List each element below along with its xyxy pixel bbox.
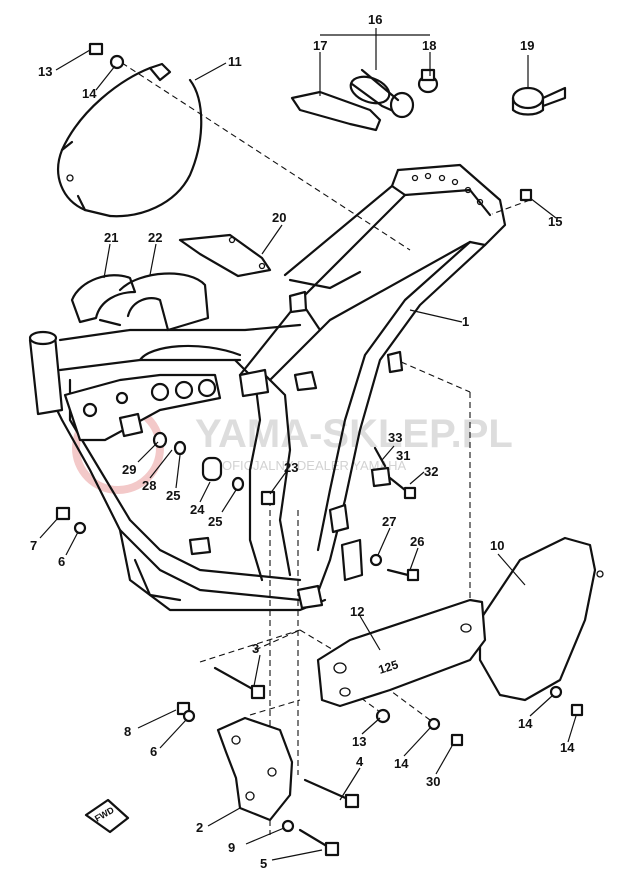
callout-21: 21 bbox=[104, 230, 118, 245]
part-14-washer-right bbox=[549, 685, 563, 699]
callout-4: 4 bbox=[356, 754, 364, 769]
part-29-bracket bbox=[118, 412, 144, 438]
callout-6-lower: 6 bbox=[150, 744, 157, 759]
callout-20: 20 bbox=[272, 210, 286, 225]
callout-12: 13 bbox=[352, 734, 366, 749]
callout-7-upper: 7 bbox=[30, 538, 37, 553]
callout-14-mid: 14 bbox=[394, 756, 409, 771]
callout-28: 28 bbox=[142, 478, 156, 493]
leader-lines bbox=[39, 28, 577, 861]
callouts: 13 14 11 16 17 18 19 15 20 21 22 1 33 31… bbox=[30, 12, 575, 871]
callout-30: 30 bbox=[426, 774, 440, 789]
callout-31: 31 bbox=[396, 448, 410, 463]
part-23-nut bbox=[260, 490, 276, 506]
callout-26: 26 bbox=[410, 534, 424, 549]
callout-1: 1 bbox=[462, 314, 469, 329]
callout-13-right: 14 bbox=[560, 740, 575, 755]
callout-19: 19 bbox=[520, 38, 534, 53]
callout-6-upper: 6 bbox=[58, 554, 65, 569]
part-3-bolt bbox=[213, 666, 260, 694]
part-6-washer-lower bbox=[182, 709, 196, 723]
fwd-arrow: FWD bbox=[84, 798, 130, 834]
part-7-nut-upper bbox=[55, 506, 71, 521]
part-20-plate bbox=[178, 233, 272, 278]
callout-13-top: 13 bbox=[38, 64, 52, 79]
part-6-washer-upper bbox=[73, 521, 87, 535]
watermark-subtext: OFICJALNY DEALER YAMAHA bbox=[222, 458, 407, 473]
part-13-bolt-right bbox=[570, 703, 584, 717]
callout-25-lower: 25 bbox=[208, 514, 222, 529]
watermark-text: YAMA-SKLEP.PL bbox=[195, 412, 513, 456]
small-hardware bbox=[55, 42, 533, 700]
callout-2: 2 bbox=[196, 820, 203, 835]
callout-23: 23 bbox=[284, 460, 298, 475]
callout-27: 27 bbox=[382, 514, 396, 529]
part-16-toolkit bbox=[290, 68, 439, 132]
side-cover-marking: 125 bbox=[377, 657, 401, 677]
callout-18: 18 bbox=[422, 38, 436, 53]
callout-25-upper: 25 bbox=[166, 488, 180, 503]
callout-3: 3 bbox=[252, 641, 259, 656]
watermark: YAMA-SKLEP.PL OFICJALNY DEALER YAMAHA bbox=[72, 402, 513, 494]
part-27-washer bbox=[369, 553, 383, 567]
callout-14-right: 14 bbox=[518, 716, 533, 731]
callout-8: 9 bbox=[228, 840, 235, 855]
callout-32: 32 bbox=[424, 464, 438, 479]
callout-15: 15 bbox=[548, 214, 562, 229]
part-13-bolt-top bbox=[88, 42, 104, 56]
callout-17: 17 bbox=[313, 38, 327, 53]
callout-10: 11 bbox=[228, 54, 242, 69]
callout-5: 5 bbox=[260, 856, 267, 871]
part-2-engine-bracket bbox=[176, 701, 360, 857]
callout-9: 10 bbox=[490, 538, 504, 553]
part-14-washer-top bbox=[109, 54, 125, 70]
callout-29: 29 bbox=[122, 462, 136, 477]
part-11-side-cover: 125 bbox=[316, 598, 487, 708]
part-15-nut bbox=[519, 188, 533, 202]
callout-33: 33 bbox=[388, 430, 402, 445]
part-8-washer bbox=[281, 819, 295, 833]
part-24-spacer bbox=[201, 456, 223, 482]
callout-16: 16 bbox=[368, 12, 382, 27]
part-30-bolt bbox=[450, 733, 464, 747]
part-1-frame bbox=[28, 163, 507, 612]
part-9-number-plate bbox=[478, 536, 604, 702]
part-12-grommet bbox=[375, 708, 391, 724]
part-33-spring bbox=[373, 446, 387, 468]
part-32-bolt bbox=[403, 486, 417, 500]
callout-7-lower: 8 bbox=[124, 724, 131, 739]
lower-right-hardware bbox=[375, 685, 584, 747]
callout-14-top: 14 bbox=[82, 86, 97, 101]
part-4-bolt bbox=[303, 778, 352, 802]
part-14-washer-mid bbox=[427, 717, 441, 731]
callout-11: 12 bbox=[350, 604, 364, 619]
part-21-22-covers bbox=[70, 272, 210, 332]
callout-24: 24 bbox=[190, 502, 205, 517]
part-10-strap bbox=[57, 62, 203, 218]
callout-22: 22 bbox=[148, 230, 162, 245]
part-19-clamp bbox=[511, 86, 567, 116]
